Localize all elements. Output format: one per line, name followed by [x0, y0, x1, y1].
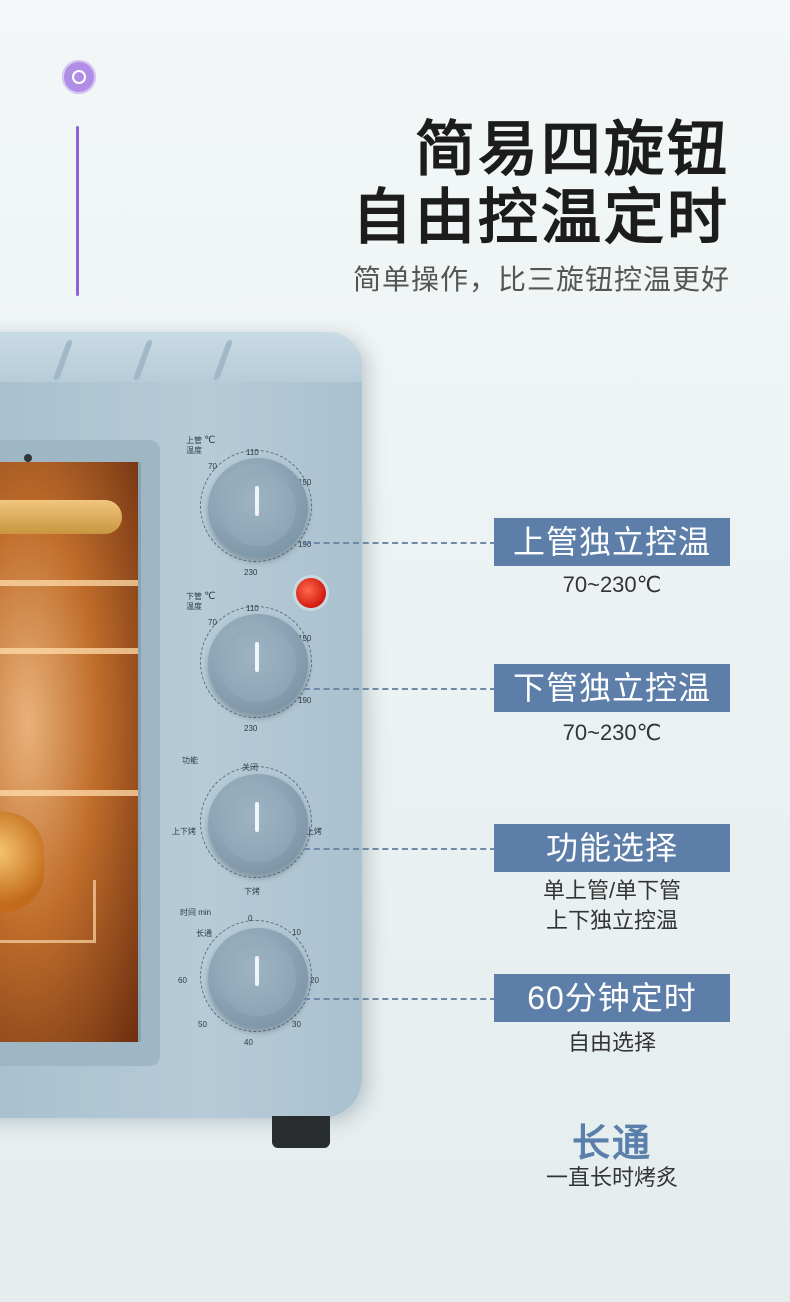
page-title-line2: 自由控温定时: [352, 184, 730, 251]
timer-knob-group: 时间 min 长通 0 10 20 30 40 50 60: [178, 906, 326, 1047]
function-knob-group: 功能 关闭 上下烤 上烤 下烤: [172, 752, 326, 896]
top-heater-knob[interactable]: [208, 458, 308, 558]
brand-logo-icon: [62, 60, 96, 94]
tick-label: 上烤: [306, 827, 322, 836]
function-label: 功能: [182, 756, 198, 765]
page-title-line1: 简易四旋钮: [415, 116, 730, 183]
feature-timer-desc: 自由选择: [567, 1030, 656, 1055]
feature-top-heater-title: 上管独立控温: [494, 518, 730, 566]
timer-scale: [200, 920, 312, 1032]
function-scale: [200, 766, 312, 878]
oven-window: [0, 462, 141, 1042]
tick-label: 30: [292, 1020, 301, 1029]
timer-knob[interactable]: [208, 928, 308, 1028]
page-subtitle: 简单操作，比三旋钮控温更好: [352, 264, 730, 295]
bottom-heater-knob[interactable]: [208, 614, 308, 714]
oven-rack: [0, 790, 138, 796]
feature-function-desc-1: 单上管/单下管: [542, 878, 682, 903]
tick-label: 70: [208, 618, 217, 627]
feature-bottom-heater-desc: 70~230℃: [562, 720, 662, 745]
accent-divider: [76, 126, 79, 296]
callout-connector: [304, 848, 496, 850]
feature-bottom-heater-title: 下管独立控温: [494, 664, 730, 712]
tick-label: 关闭: [242, 763, 258, 772]
timer-label: 时间 min: [180, 908, 212, 917]
long-mode-title: 长通: [571, 1123, 652, 1165]
tick-label: 150: [298, 478, 312, 487]
tick-label: 190: [298, 540, 312, 549]
tick-label: 50: [198, 1020, 207, 1029]
tick-label: 长通: [196, 929, 212, 938]
tick-label: 20: [310, 976, 319, 985]
function-knob[interactable]: [208, 774, 308, 874]
knob-pointer: [255, 486, 259, 516]
tick-label: 下烤: [244, 887, 260, 896]
tick-label: 40: [244, 1038, 253, 1047]
tick-label: 10: [292, 928, 301, 937]
tick-label: 190: [298, 696, 312, 705]
tick-label: 上下烤: [172, 827, 196, 836]
knob-pointer: [255, 802, 259, 832]
window-indicator-dot: [24, 454, 32, 462]
baking-tray: [0, 880, 96, 943]
knob-pointer: [255, 642, 259, 672]
oven-rack: [0, 580, 138, 586]
tick-label: 110: [246, 604, 259, 613]
long-mode-desc: 一直长时烤炙: [545, 1165, 678, 1190]
tick-label: 150: [298, 634, 312, 643]
tick-label: 70: [208, 462, 217, 471]
feature-top-heater-desc: 70~230℃: [562, 572, 662, 597]
tick-label: 230: [244, 724, 258, 733]
callout-connector: [304, 542, 496, 544]
callout-connector: [304, 688, 496, 690]
temperature-scale: [200, 450, 312, 562]
feature-function-desc-2: 上下独立控温: [545, 908, 678, 933]
oven-foot: [272, 1116, 330, 1148]
temperature-scale: [200, 606, 312, 718]
feature-function-title: 功能选择: [494, 824, 730, 872]
knob-pointer: [255, 956, 259, 986]
tick-label: 230: [244, 568, 258, 577]
power-indicator-light: [296, 578, 326, 608]
tick-label: 60: [178, 976, 187, 985]
tick-label: 0: [248, 914, 253, 923]
feature-timer-title: 60分钟定时: [494, 974, 730, 1022]
tick-label: 110: [246, 448, 259, 457]
callout-connector: [304, 998, 496, 1000]
oven-rack: [0, 648, 138, 654]
oven-door-handle: [0, 500, 122, 534]
